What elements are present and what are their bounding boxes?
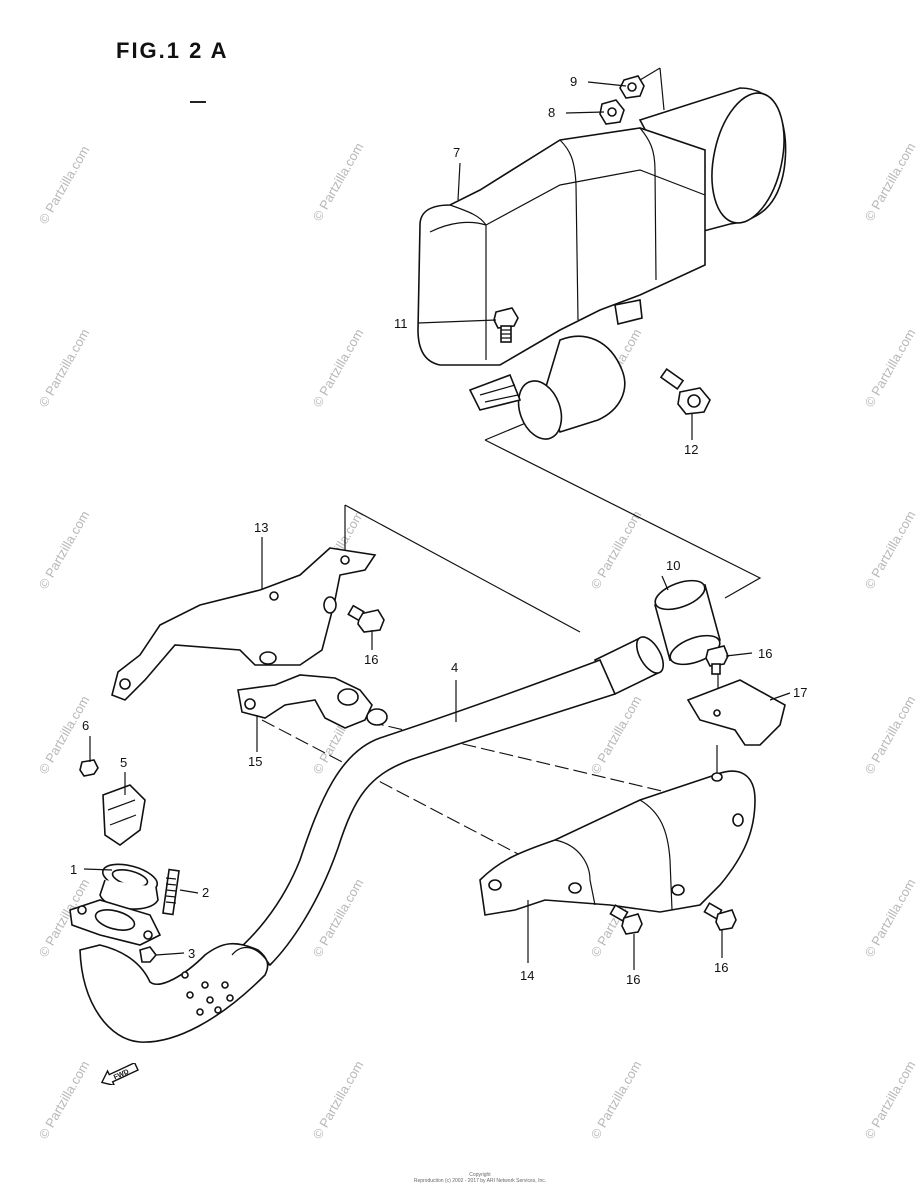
bracket-13 xyxy=(111,547,377,701)
footer-line-2: Reproduction (c) 2002 - 2017 by ARI Netw… xyxy=(413,1178,547,1184)
muffler xyxy=(417,87,787,440)
watermark: © Partzilla.com xyxy=(588,693,645,776)
heat-shield-14 xyxy=(479,770,756,916)
watermark: © Partzilla.com xyxy=(36,143,93,226)
bolt-12 xyxy=(659,368,711,415)
clamp-5 xyxy=(102,784,146,846)
cover-17 xyxy=(686,679,786,746)
watermark: © Partzilla.com xyxy=(862,876,919,959)
callout-16: 16 xyxy=(364,652,378,667)
callout-3: 3 xyxy=(188,946,195,961)
callout-5: 5 xyxy=(120,755,127,770)
fwd-label: FWD xyxy=(113,1068,130,1081)
watermark: © Partzilla.com xyxy=(310,326,367,409)
callouts: 9 8 7 11 12 13 10 16 16 4 17 6 5 15 1 2 … xyxy=(70,74,807,987)
bolt-16-upper xyxy=(347,604,385,633)
title-dash xyxy=(190,101,206,103)
callout-12: 12 xyxy=(684,442,698,457)
watermark: © Partzilla.com xyxy=(862,508,919,591)
copyright-footer: Copyright Reproduction (c) 2002 - 2017 b… xyxy=(380,1172,580,1184)
watermark: © Partzilla.com xyxy=(588,1058,645,1141)
flange-3 xyxy=(69,899,162,963)
callout-9: 9 xyxy=(570,74,577,89)
exhaust-pipe-4 xyxy=(79,636,665,1043)
callout-8: 8 xyxy=(548,105,555,120)
callout-10: 10 xyxy=(666,558,680,573)
callout-15: 15 xyxy=(248,754,262,769)
watermark: © Partzilla.com xyxy=(36,326,93,409)
watermark: © Partzilla.com xyxy=(310,1058,367,1141)
watermark: © Partzilla.com xyxy=(36,1058,93,1141)
stud-2 xyxy=(162,868,180,916)
callout-11: 11 xyxy=(394,316,408,331)
leader-lines xyxy=(83,81,791,970)
screw-6 xyxy=(79,759,99,777)
footer-line-1: Copyright xyxy=(469,1172,491,1178)
callout-14: 14 xyxy=(520,968,534,983)
callout-16: 16 xyxy=(714,960,728,975)
watermark: © Partzilla.com xyxy=(862,1058,919,1141)
callout-6: 6 xyxy=(82,718,89,733)
callout-16: 16 xyxy=(758,646,772,661)
callout-4: 4 xyxy=(451,660,458,675)
callout-13: 13 xyxy=(254,520,268,535)
watermark: © Partzilla.com xyxy=(862,140,919,223)
watermark: © Partzilla.com xyxy=(862,693,919,776)
callout-2: 2 xyxy=(202,885,209,900)
watermark: © Partzilla.com xyxy=(588,508,645,591)
bolt-16-lower-right xyxy=(703,902,737,931)
gasket-1 xyxy=(99,863,159,910)
watermark: © Partzilla.com xyxy=(310,140,367,223)
forward-arrow-icon: FWD xyxy=(100,1063,139,1085)
bracket-15 xyxy=(237,674,388,729)
bolt-16-lower-left xyxy=(609,904,643,935)
figure-title: FIG.1 2 A xyxy=(116,38,229,63)
callout-16: 16 xyxy=(626,972,640,987)
watermark: © Partzilla.com xyxy=(862,326,919,409)
bolt-16-cover xyxy=(705,645,729,675)
callout-7: 7 xyxy=(453,145,460,160)
callout-1: 1 xyxy=(70,862,77,877)
nut-9 xyxy=(619,75,645,99)
watermark: © Partzilla.com xyxy=(36,508,93,591)
callout-17: 17 xyxy=(793,685,807,700)
grommet-8 xyxy=(599,99,625,125)
